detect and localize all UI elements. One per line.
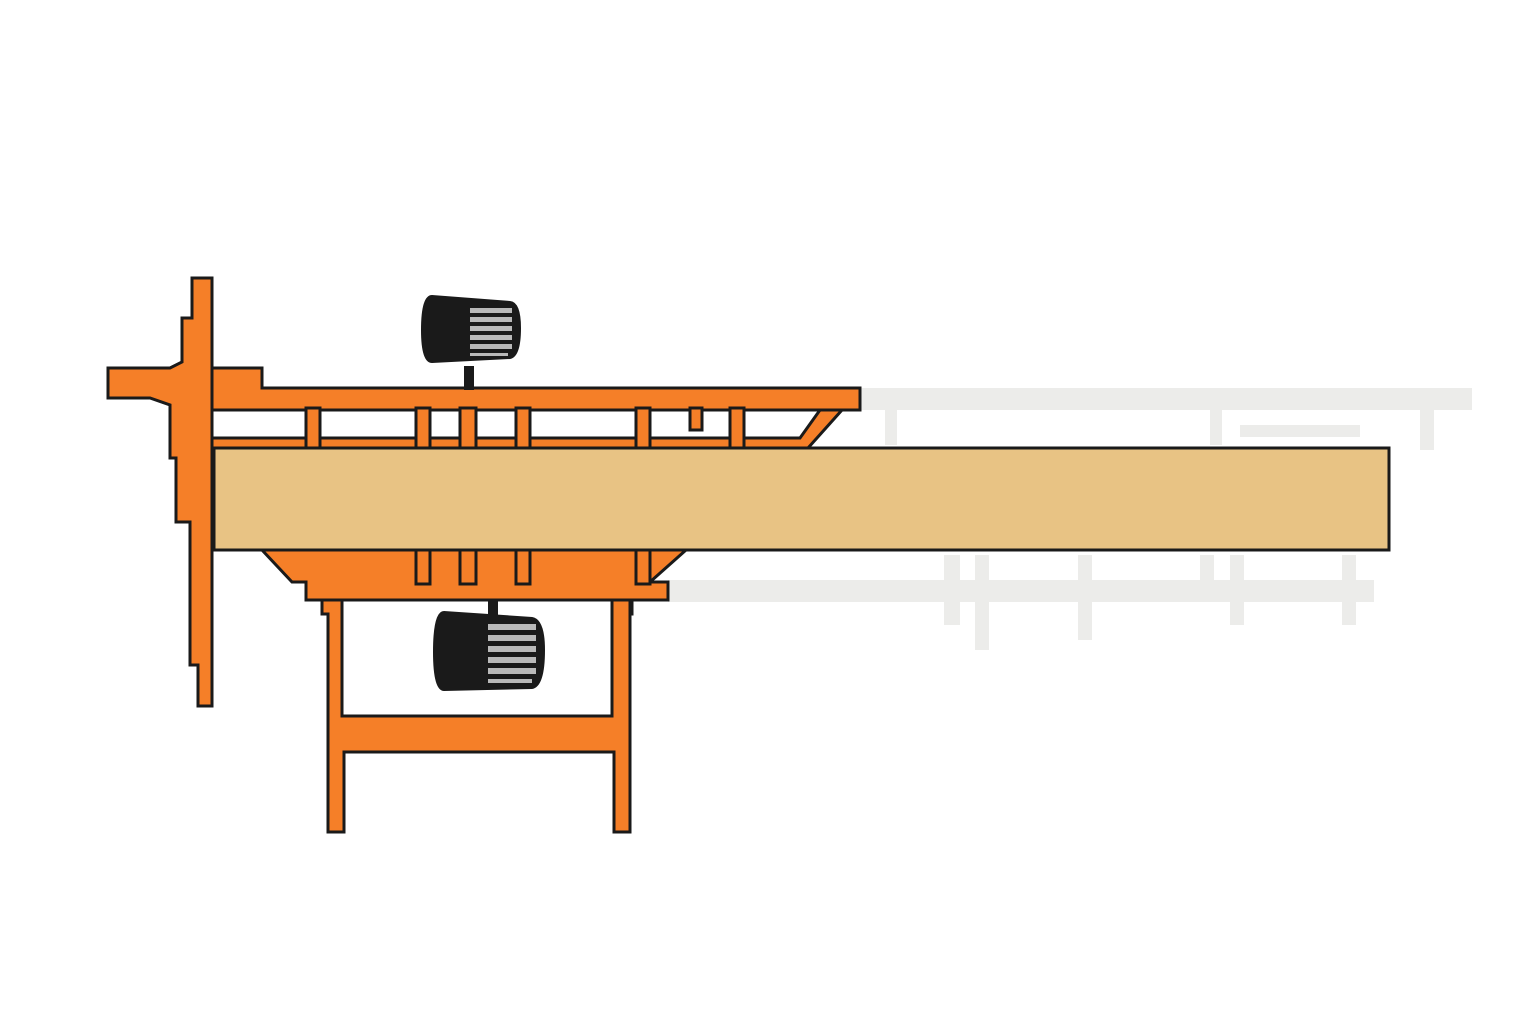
left-column (106, 276, 214, 708)
ghost-lower-post (1230, 555, 1244, 625)
ghost-upper-stub (885, 405, 897, 445)
ghost-lower-post (1342, 555, 1356, 625)
ghost-lower-post (944, 555, 960, 625)
lower-post (458, 548, 478, 586)
ghost-upper-stub (1210, 405, 1222, 445)
head-arm (210, 366, 862, 412)
lower-post (634, 548, 652, 586)
upper-post (304, 406, 322, 450)
upper-post (414, 406, 432, 450)
upper-carriage-rail (210, 408, 846, 450)
stand (320, 598, 632, 834)
lower-post (414, 548, 432, 586)
lower-post (514, 548, 532, 586)
ghost-upper-rail (860, 388, 1472, 410)
upper-roller-stem (464, 366, 474, 390)
roller-icon (432, 610, 546, 692)
ghost-lower-post (975, 555, 989, 650)
roller-stripes (470, 308, 512, 356)
upper-notch (688, 406, 704, 432)
ghost-extension (668, 388, 1472, 650)
upper-post (514, 406, 532, 450)
ghost-lower-rail (668, 580, 1374, 602)
lower-roller-stem (488, 600, 498, 618)
orange-frame (106, 276, 862, 834)
upper-post (728, 406, 746, 450)
ghost-upper-post (1420, 388, 1434, 450)
roller-stripes (488, 624, 536, 683)
beam-workpiece (212, 446, 1391, 552)
upper-post (634, 406, 652, 450)
ghost-lower-post (1078, 555, 1092, 640)
ghost-upper-cross (1240, 425, 1360, 437)
roller-icon (420, 294, 522, 364)
ghost-lower-post (1200, 555, 1214, 595)
upper-post (458, 406, 478, 450)
